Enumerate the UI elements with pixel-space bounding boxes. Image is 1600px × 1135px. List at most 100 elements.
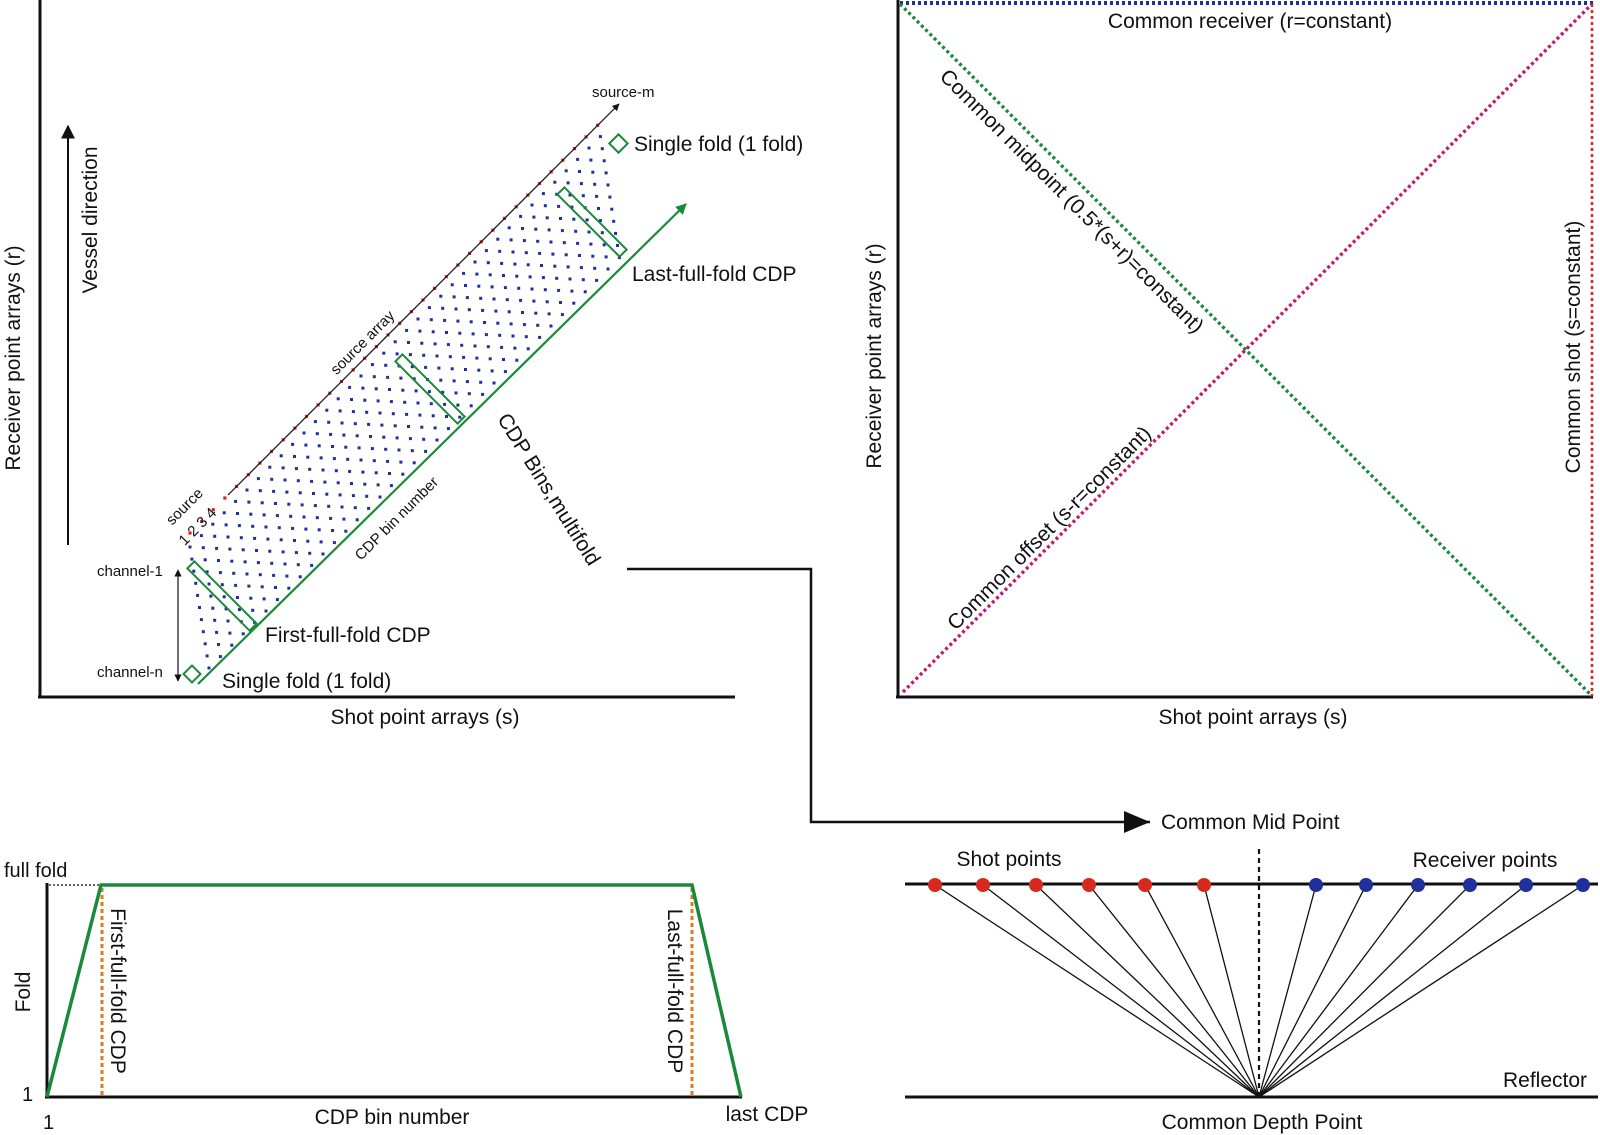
- receiver-dot: [329, 516, 333, 520]
- receiver-dot: [230, 643, 234, 647]
- receiver-point: [1576, 878, 1590, 892]
- receiver-dot: [559, 217, 562, 220]
- source-array-line: [227, 103, 620, 496]
- receiver-dot: [205, 654, 209, 658]
- receiver-dot: [488, 273, 492, 277]
- receiver-dot: [359, 374, 363, 378]
- receiver-dot: [511, 250, 515, 254]
- receiver-point: [1463, 878, 1477, 892]
- receiver-dot: [217, 559, 220, 562]
- ray-path: [1088, 884, 1260, 1098]
- receiver-dot: [355, 518, 359, 522]
- receiver-dot: [591, 254, 595, 258]
- cdp-bins-multifold-label: CDP Bins,multifold: [492, 409, 604, 569]
- receiver-dot: [581, 278, 585, 282]
- receiver-dot: [370, 363, 374, 367]
- receiver-dot: [443, 402, 447, 406]
- receiver-dot: [496, 321, 500, 325]
- receiver-dot: [410, 449, 414, 453]
- receiver-dot: [369, 435, 372, 438]
- receiver-dot: [517, 286, 521, 290]
- fold-y-axis-label: Fold: [12, 972, 35, 1013]
- receiver-dot: [473, 344, 477, 348]
- receiver-dot: [304, 527, 308, 531]
- receiver-dot: [308, 467, 312, 471]
- receiver-dot: [367, 506, 371, 510]
- receiver-dot: [350, 482, 353, 485]
- receiver-dot: [353, 422, 357, 426]
- receiver-dot: [543, 204, 547, 208]
- receiver-dot: [384, 363, 388, 367]
- source-dot: [200, 519, 204, 523]
- shot-point: [1197, 878, 1211, 892]
- gather-y-axis-label: Receiver point arrays (r): [863, 243, 886, 468]
- receiver-dot: [237, 608, 241, 612]
- receiver-dot: [247, 500, 251, 504]
- receiver-dot: [348, 469, 352, 473]
- receiver-dot: [450, 283, 454, 287]
- receiver-point: [1411, 878, 1425, 892]
- ray-path: [1258, 884, 1584, 1098]
- receiver-dot: [218, 571, 222, 575]
- receiver-dot: [547, 228, 551, 232]
- receiver-dot: [549, 324, 553, 328]
- receiver-dot: [268, 465, 272, 469]
- receiver-dot: [445, 415, 448, 418]
- receiver-dot: [338, 493, 342, 497]
- cdp-bin-last: [555, 185, 629, 259]
- receiver-dot: [327, 504, 331, 508]
- receiver-dot: [503, 286, 507, 290]
- receiver-dot: [310, 479, 314, 483]
- receiver-dot: [486, 261, 490, 265]
- receiver-dot: [207, 582, 211, 586]
- receiver-dot: [388, 388, 391, 391]
- receiver-dot: [232, 571, 236, 575]
- receiver-dot: [279, 538, 283, 542]
- receiver-dot: [433, 426, 437, 430]
- receiver-dot: [536, 323, 540, 327]
- receiver-dot: [416, 317, 420, 321]
- receiver-dot: [258, 489, 262, 493]
- receiver-dot: [319, 540, 323, 544]
- receiver-dot: [481, 392, 485, 396]
- receiver-dot: [585, 218, 589, 222]
- receiver-dot: [492, 381, 496, 385]
- receiver-dot: [302, 515, 306, 519]
- receiver-dot: [361, 470, 365, 474]
- receiver-dot: [315, 516, 319, 520]
- receiver-dot: [378, 495, 382, 499]
- receiver-dot: [522, 239, 526, 243]
- receiver-dot: [579, 266, 583, 270]
- receiver-dot: [515, 358, 519, 362]
- receiver-dot: [251, 608, 255, 612]
- receiver-dot: [289, 514, 293, 518]
- receiver-dot: [464, 368, 467, 371]
- receiver-dot: [215, 546, 219, 550]
- receiver-dot: [237, 524, 241, 528]
- common-offset-label: Common offset (s-r=constant): [943, 422, 1156, 635]
- receiver-dot: [213, 534, 217, 538]
- receiver-dot: [591, 170, 595, 174]
- receiver-dot: [435, 354, 439, 358]
- receiver-dot: [576, 157, 580, 161]
- ray-path: [1035, 884, 1260, 1098]
- receiver-dot: [439, 294, 443, 298]
- receiver-dot: [234, 499, 238, 503]
- source-dot: [188, 531, 192, 535]
- receiver-dot: [346, 457, 350, 461]
- receiver-dot: [519, 298, 523, 302]
- receiver-dot: [606, 183, 610, 187]
- receiver-dot: [260, 585, 264, 589]
- receiver-dot: [564, 253, 568, 257]
- receiver-dot: [222, 595, 226, 599]
- receiver-dot: [355, 434, 359, 438]
- ray-paths: [934, 884, 1584, 1098]
- receiver-dot: [553, 264, 557, 268]
- receiver-dot: [570, 205, 574, 209]
- receiver-dot: [549, 240, 553, 244]
- receiver-dot: [353, 506, 357, 510]
- channel-1-label: channel-1: [97, 563, 163, 580]
- receiver-dot: [405, 328, 409, 332]
- receiver-dot: [490, 285, 494, 289]
- receiver-dot: [294, 467, 298, 471]
